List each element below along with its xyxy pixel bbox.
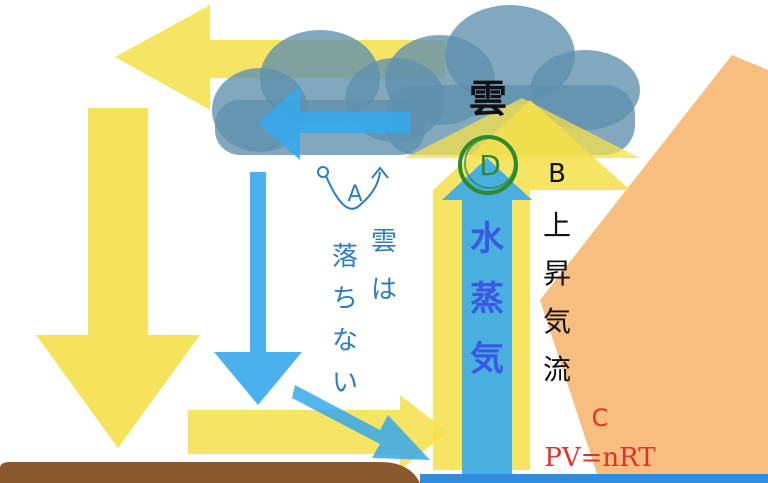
label-a: A — [347, 182, 362, 207]
water-surface — [420, 474, 768, 483]
updraft-char-4: 流 — [543, 353, 571, 386]
blue-arrow-diagonal — [292, 385, 430, 460]
green-circle — [458, 135, 518, 195]
updraft-char-2: 昇 — [543, 257, 571, 290]
equation-label: PV=nRT — [544, 443, 656, 473]
cloud-dont-fall-char-3: 落 — [332, 242, 358, 272]
updraft-char-1: 上 — [543, 209, 571, 242]
cloud-dont-fall-char-1: 雲 — [371, 227, 397, 257]
sunlight-band — [540, 55, 768, 483]
updraft-char-3: 気 — [543, 305, 571, 338]
label-c: C — [592, 404, 609, 432]
blue-arrow-down — [214, 172, 302, 405]
loop-arrow — [317, 166, 389, 210]
label-d: D — [479, 149, 501, 182]
water-vapor-char-2: 蒸 — [470, 279, 504, 319]
cloud-dont-fall-char-6: い — [332, 368, 358, 398]
cloud-dont-fall-char-4: ち — [332, 284, 358, 314]
cloud-dont-fall-char-5: な — [332, 326, 358, 356]
water-vapor-char-3: 気 — [470, 339, 504, 379]
yellow-arrow-updraft-head — [405, 98, 640, 158]
ground — [0, 462, 420, 483]
water-vapor-char-1: 水 — [470, 219, 505, 259]
blue-arrow-left-in-cloud — [258, 85, 410, 160]
label-b: B — [548, 159, 566, 189]
yellow-arrow-down-left — [36, 108, 200, 448]
blue-arrow-water-vapor — [442, 158, 532, 476]
cloud-big-label: 雲 — [469, 77, 507, 121]
cloud-dont-fall-char-2: は — [371, 275, 397, 305]
